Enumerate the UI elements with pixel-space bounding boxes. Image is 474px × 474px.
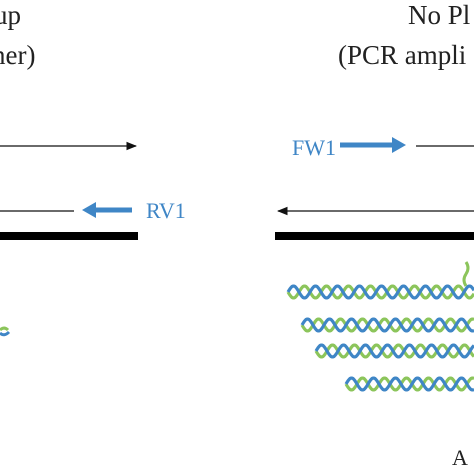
helix-strand-green [286, 284, 474, 300]
dna-helix-group [286, 261, 474, 392]
fw1-primer-label: FW1 [292, 135, 336, 160]
right-panel-title-line2: (PCR ampli [338, 40, 467, 70]
dna-helix [314, 343, 474, 359]
right-panel-title-line1: No Pl [408, 0, 471, 30]
rv1-primer-arrow [82, 202, 132, 218]
rv1-primer-label: RV1 [146, 198, 186, 223]
left-panel-title-line2: ner) [0, 40, 36, 70]
helix-strand-blue [300, 317, 474, 333]
dna-helix [300, 317, 474, 333]
left-template-bar [0, 232, 138, 240]
helix-strand-blue [344, 376, 474, 392]
corner-label: A [452, 445, 468, 470]
dna-helix [344, 376, 474, 392]
left-panel-title-line1: up [0, 0, 21, 30]
helix-fragment-right [462, 261, 470, 287]
helix-strand-blue [286, 284, 474, 300]
left-helix-fragment [0, 326, 11, 337]
fw1-primer-arrow [340, 137, 406, 153]
dna-helix [286, 284, 474, 300]
helix-strand-blue [314, 343, 474, 359]
right-template-bar [275, 232, 474, 240]
